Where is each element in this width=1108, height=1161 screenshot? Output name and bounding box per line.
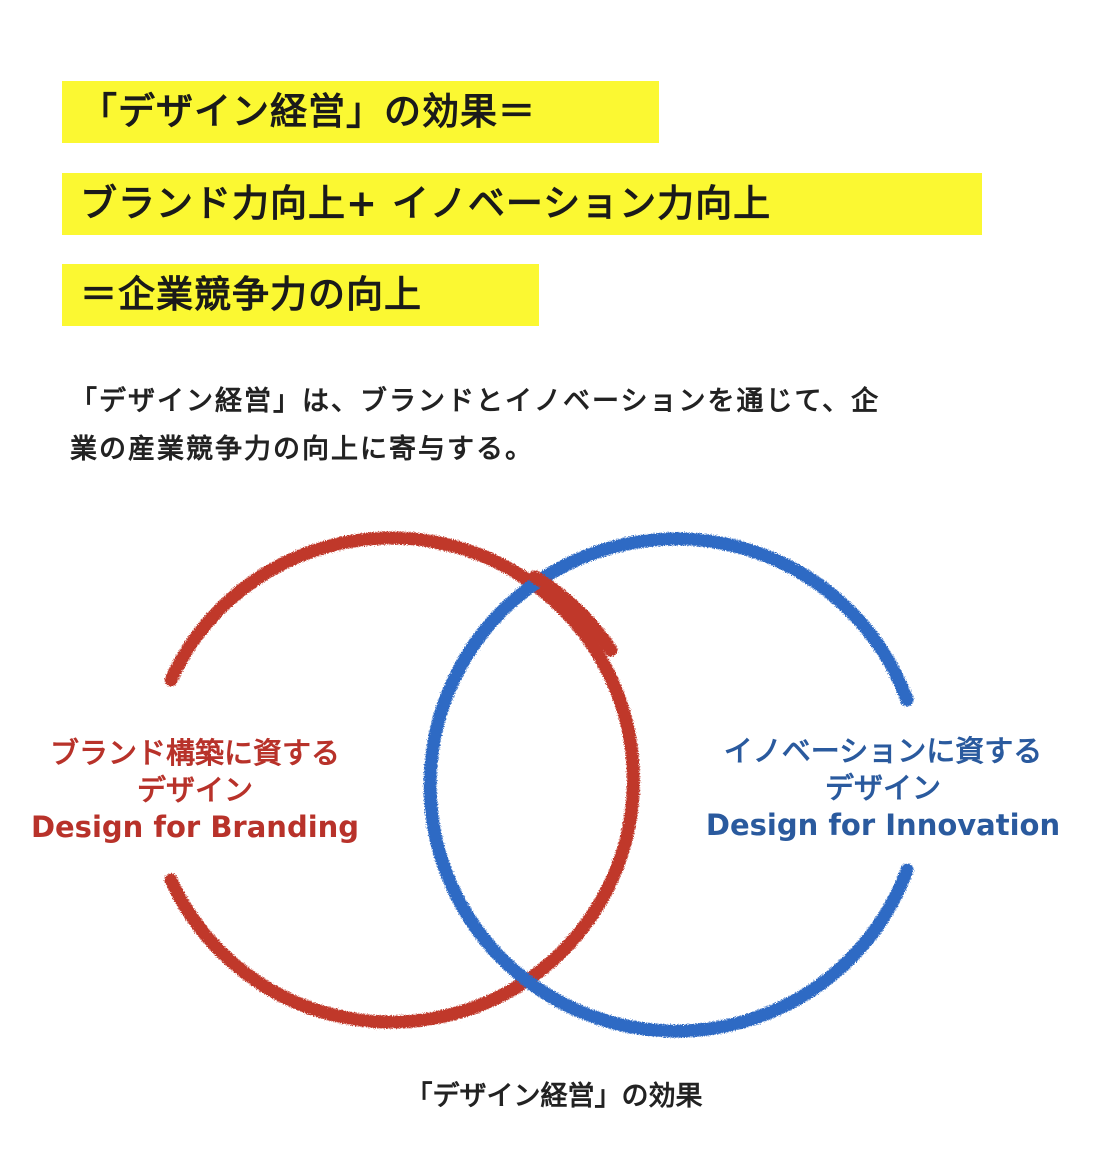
- diagram-caption: 「デザイン経営」の効果: [405, 1081, 703, 1112]
- headline-line-2: ブランド力向上+ イノベーション力向上: [62, 173, 982, 235]
- innovation-circle: [423, 532, 914, 1038]
- headline-line-3: ＝企業競争力の向上: [62, 264, 539, 326]
- description-paragraph: 「デザイン経営」は、ブランドとイノベーションを通じて、企 業の産業競争力の向上に…: [70, 378, 990, 474]
- description-line-1: 「デザイン経営」は、ブランドとイノベーションを通じて、企: [70, 386, 881, 417]
- branding-label-jp-2: デザイン: [136, 773, 253, 807]
- innovation-label-jp-2: デザイン: [824, 771, 941, 805]
- branding-circle-overlap: [528, 570, 618, 657]
- branding-label-jp-1: ブランド構築に資する: [49, 736, 340, 770]
- innovation-label: イノベーションに資する デザイン Design for Innovation: [700, 733, 1066, 844]
- branding-circle: [164, 531, 640, 1029]
- branding-label-en: Design for Branding: [30, 810, 360, 844]
- description-line-2: 業の産業競争力の向上に寄与する。: [70, 434, 534, 465]
- innovation-label-jp-1: イノベーションに資する: [723, 734, 1043, 768]
- branding-label: ブランド構築に資する デザイン Design for Branding: [20, 735, 370, 846]
- venn-diagram: [164, 531, 914, 1038]
- innovation-label-en: Design for Innovation: [705, 808, 1061, 842]
- headline-line-1: 「デザイン経営」の効果＝: [62, 81, 659, 143]
